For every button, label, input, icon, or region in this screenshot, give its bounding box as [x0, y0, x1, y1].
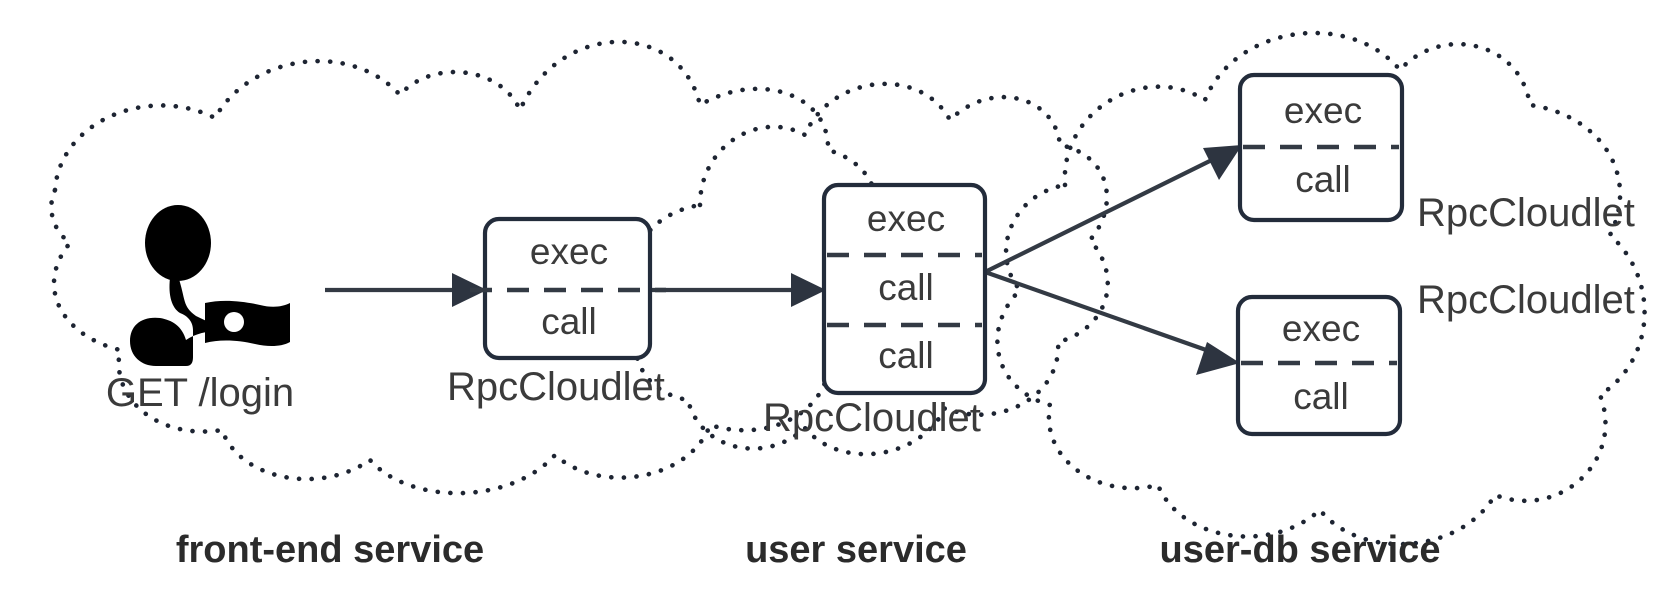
cloudlet-user-db-bottom-slot-call: call [1293, 376, 1349, 417]
cloudlet-frontend-slot-exec: exec [530, 231, 608, 272]
service-label-user-db: user-db service [1160, 529, 1441, 571]
cloudlet-user-name: RpcCloudlet [763, 396, 981, 440]
cloudlet-user-db-bottom-name: RpcCloudlet [1417, 278, 1635, 322]
cloudlet-user-db-top-slot-exec: exec [1284, 90, 1362, 131]
connection-frontend-to-user [650, 273, 826, 307]
connection-user-to-db-bottom [984, 270, 1240, 375]
actor-request-label: GET /login [106, 371, 294, 415]
cloudlet-user-db-top-slot-call: call [1295, 159, 1351, 200]
cloudlet-user-db-top-name: RpcCloudlet [1417, 191, 1635, 235]
cloudlet-user-db-bottom[interactable]: exec call RpcCloudlet [1235, 278, 1635, 437]
cloudlet-user-db-bottom-slot-exec: exec [1282, 308, 1360, 349]
cloudlet-user-db-top[interactable]: exec call RpcCloudlet [1237, 72, 1635, 235]
cloudlet-user-slot-exec: exec [867, 198, 945, 239]
cloudlet-frontend-slot-call: call [541, 301, 597, 342]
connection-user-to-frontend [325, 273, 487, 307]
connection-user-to-db-top [984, 145, 1242, 274]
cloudlet-user-db-bottom-box[interactable] [1235, 294, 1403, 437]
cloudlet-frontend-name: RpcCloudlet [447, 365, 665, 409]
user-with-card-icon [130, 205, 290, 366]
cloudlet-user[interactable]: exec call call RpcCloudlet [763, 182, 988, 440]
cloudlet-user-box[interactable] [821, 182, 988, 396]
cloud-user-db-service [995, 30, 1647, 547]
cloud-user-service [632, 81, 1110, 457]
cloudlet-user-slot-call-1: call [878, 267, 934, 308]
service-label-front-end: front-end service [176, 529, 484, 571]
cloudlet-user-slot-call-2: call [878, 335, 934, 376]
cloudlet-frontend[interactable]: exec call RpcCloudlet [447, 216, 666, 409]
service-label-user: user service [745, 529, 967, 571]
